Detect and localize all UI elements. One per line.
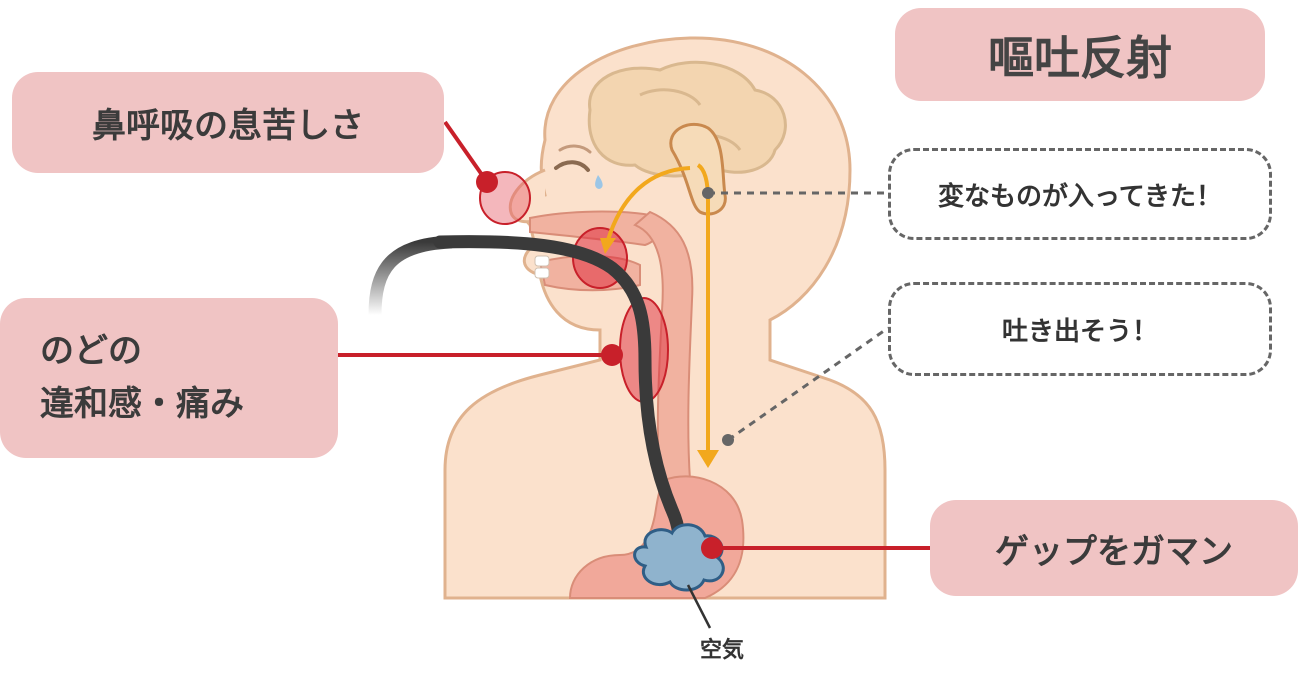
tear-drop bbox=[595, 175, 603, 189]
nose-label-box: 鼻呼吸の息苦しさ bbox=[12, 72, 444, 173]
reflex-arrowhead-stomach bbox=[697, 450, 719, 468]
reflex-arrow-to-stomach bbox=[696, 163, 710, 455]
nose-connector bbox=[443, 120, 489, 184]
brain-point bbox=[702, 187, 714, 199]
eye-closed bbox=[554, 160, 590, 172]
brain-thought-bubble: 変なものが入ってきた！ bbox=[888, 148, 1272, 240]
upper-teeth bbox=[534, 255, 550, 267]
eyebrow bbox=[558, 144, 592, 154]
endoscope-fade bbox=[368, 235, 457, 322]
burp-label-box: ゲップをガマン bbox=[930, 500, 1298, 596]
air-caption: 空気 bbox=[700, 632, 744, 664]
nose-label: 鼻呼吸の息苦しさ bbox=[92, 106, 364, 146]
air-caption-text: 空気 bbox=[700, 638, 745, 663]
title-text: 嘔吐反射 bbox=[988, 30, 1172, 85]
esophagus-point bbox=[722, 434, 734, 446]
throat-label-line1: のどの bbox=[40, 331, 142, 372]
burp-label: ゲップをガマン bbox=[995, 531, 1233, 572]
throat-marker bbox=[601, 344, 623, 366]
reflex-arrow-to-mouth bbox=[606, 166, 691, 241]
nose-marker bbox=[476, 171, 498, 193]
vomit-thought-connector bbox=[727, 326, 889, 442]
vomit-thought-text: 吐き出そう！ bbox=[1001, 316, 1158, 347]
brain-thought-text: 変なものが入ってきた！ bbox=[938, 181, 1222, 212]
reflex-arrowhead-mouth bbox=[600, 238, 616, 254]
lower-teeth bbox=[534, 267, 550, 279]
vomit-thought-bubble: 吐き出そう！ bbox=[888, 282, 1272, 376]
endoscope-tube bbox=[433, 235, 686, 557]
stomach-marker bbox=[701, 537, 723, 559]
throat-label-line2: 違和感・痛み bbox=[40, 384, 244, 424]
air-cloud bbox=[633, 523, 725, 592]
throat-label-box: のどの 違和感・痛み bbox=[0, 298, 338, 458]
title-box: 嘔吐反射 bbox=[895, 8, 1265, 101]
air-pointer bbox=[686, 584, 712, 629]
